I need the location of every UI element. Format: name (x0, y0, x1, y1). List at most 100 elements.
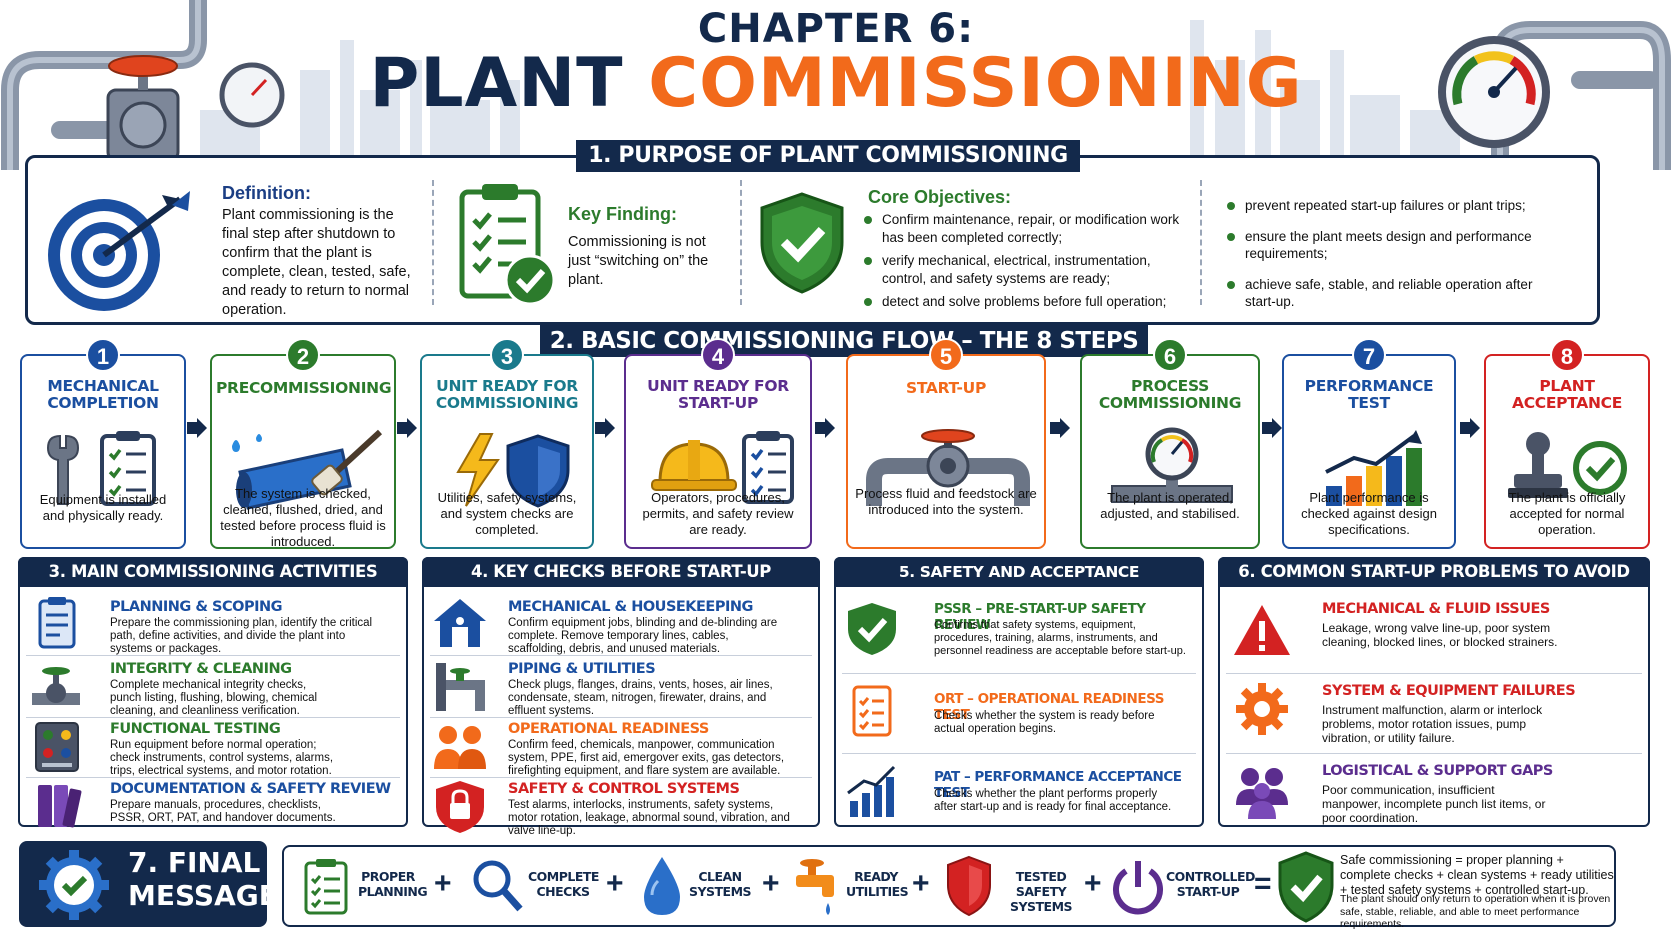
problem-title: LOGISTICAL & SUPPORT GAPS (1322, 763, 1553, 779)
people-icon (1236, 768, 1288, 819)
formula-label-line: START-UP (1176, 884, 1240, 899)
requirement-title: ORT – OPERATIONAL READINESS TEST (934, 691, 1164, 723)
check-item: PIPING & UTILITIES Check plugs, flanges,… (430, 659, 812, 719)
activity-title: PLANNING & SCOPING (110, 599, 283, 615)
divider (430, 717, 812, 718)
final-message-line-2: MESSAGE (128, 879, 278, 912)
step-number: 4 (701, 338, 735, 372)
activity-item: PLANNING & SCOPING Prepare the commissio… (26, 595, 400, 655)
requirement-item: ORT – OPERATIONAL READINESS TEST Checks … (842, 679, 1196, 751)
objective-item: ensure the plant meets design and perfor… (1225, 228, 1555, 263)
divider (1226, 673, 1642, 674)
step-title: UNIT READY FOR COMMISSIONING (435, 377, 579, 412)
step-number: 7 (1352, 338, 1386, 372)
formula-label-line: PLANNING (358, 884, 428, 899)
core-objectives-list-a: Confirm maintenance, repair, or modifica… (862, 211, 1192, 317)
key-finding-heading: Key Finding: (568, 204, 677, 224)
plus-sign: + (1084, 867, 1102, 900)
check-text: Confirm equipment jobs, blinding and de-… (508, 617, 778, 655)
step-description: The plant is officially accepted for nor… (1508, 490, 1626, 537)
safety-acceptance-box: 5. SAFETY AND ACCEPTANCE REQUIREMENTS PS… (834, 557, 1204, 827)
formula-label-line: CHECKS (536, 884, 590, 899)
shield-check-icon (760, 192, 844, 294)
step-title: PROCESS COMMISSIONING (1098, 377, 1242, 412)
key-finding-text: Commissioning is not just “switching on”… (568, 234, 709, 288)
control-panel-icon (35, 722, 79, 772)
check-text: Test alarms, interlocks, instruments, sa… (508, 799, 790, 837)
requirement-title: PSSR – PRE-START-UP SAFETY REVIEW (934, 601, 1146, 633)
page-title-word-plant: PLANT (369, 44, 624, 123)
step-number: 1 (86, 338, 120, 372)
step-card-5: 5 START-UP Process fluid and feedstock a… (846, 338, 1046, 549)
step-number: 3 (490, 338, 524, 372)
arrow-right-icon (1262, 418, 1282, 438)
section-3-heading: 3. MAIN COMMISSIONING ACTIVITIES (18, 557, 408, 587)
main-activities-box: 3. MAIN COMMISSIONING ACTIVITIES PLANNIN… (18, 557, 408, 828)
problem-title: MECHANICAL & FLUID ISSUES (1322, 601, 1550, 617)
activity-text: Run equipment before normal operation; c… (110, 739, 334, 777)
divider (740, 180, 742, 305)
core-objectives-heading: Core Objectives: (868, 187, 1012, 207)
check-item: SAFETY & CONTROL SYSTEMS Test alarms, in… (430, 779, 812, 837)
gear-icon (1236, 683, 1288, 735)
plus-sign: + (912, 867, 930, 900)
plus-sign: + (434, 867, 452, 900)
definition-text: Plant commissioning is the final step af… (222, 207, 411, 318)
formula-label: COMPLETE CHECKS (528, 869, 599, 899)
problem-text: Poor communication, insufficient manpowe… (1322, 783, 1546, 825)
formula-label: READY UTILITIES (846, 869, 909, 899)
step-title: UNIT READY FOR START-UP (647, 377, 789, 412)
arrow-right-icon (187, 418, 207, 438)
check-title: SAFETY & CONTROL SYSTEMS (508, 781, 740, 797)
check-text: Confirm feed, chemicals, manpower, commu… (508, 739, 785, 777)
arrow-right-icon (595, 418, 615, 438)
arrow-right-icon (815, 418, 835, 438)
requirement-text: Checks whether the plant performs proper… (934, 788, 1172, 813)
step-number: 5 (929, 338, 963, 372)
divider (842, 673, 1196, 674)
wrench-checklist-icon (46, 431, 156, 506)
page-title: PLANT COMMISSIONING (0, 44, 1672, 124)
divider (430, 777, 812, 778)
step-description: Equipment is installed and physically re… (39, 492, 167, 523)
problem-title: SYSTEM & EQUIPMENT FAILURES (1322, 683, 1576, 699)
section-5-heading: 5. SAFETY AND ACCEPTANCE REQUIREMENTS (834, 557, 1204, 611)
checklist-icon (852, 685, 892, 737)
activity-text: Complete mechanical integrity checks, pu… (110, 679, 318, 717)
faucet-icon (796, 859, 834, 915)
activity-title: INTEGRITY & CLEANING (110, 661, 292, 677)
page-title-word-commissioning: COMMISSIONING (648, 44, 1303, 123)
objective-item: achieve safe, stable, and reliable opera… (1225, 276, 1555, 311)
bar-chart-growth-icon (1325, 430, 1422, 506)
activity-item: DOCUMENTATION & SAFETY REVIEW Prepare ma… (26, 779, 400, 828)
final-formula-box: PROPER PLANNING + COMPLETE CHECKS + CLEA… (282, 845, 1616, 930)
key-checks-box: 4. KEY CHECKS BEFORE START-UP MECHANICAL… (422, 557, 820, 837)
check-title: OPERATIONAL READINESS (508, 721, 709, 737)
step-card-8: 8 PLANT ACCEPTANCE The plant is official… (1484, 338, 1650, 549)
startup-problems-box: 6. COMMON START-UP PROBLEMS TO AVOID MEC… (1218, 557, 1650, 827)
stamp-approval-icon (1508, 432, 1627, 498)
water-drop-icon (644, 857, 680, 915)
plus-sign: + (606, 867, 624, 900)
plus-sign: + (762, 867, 780, 900)
power-icon (1113, 861, 1163, 915)
growth-chart-icon (847, 765, 896, 817)
team-icon (434, 726, 486, 769)
warning-icon (1234, 605, 1290, 655)
activity-title: DOCUMENTATION & SAFETY REVIEW (110, 781, 391, 797)
valve-pipe-icon (32, 667, 80, 705)
hardhat-checklist-icon (651, 431, 794, 504)
shield-icon (947, 855, 991, 917)
section-4-heading: 4. KEY CHECKS BEFORE START-UP (422, 557, 820, 587)
problem-item: MECHANICAL & FLUID ISSUES Leakage, wrong… (1226, 597, 1642, 669)
equals-sign: = (1254, 867, 1272, 900)
industrial-skyline-background (1, 0, 1671, 170)
binders-icon (38, 785, 82, 828)
clipboard-check-icon (459, 184, 556, 306)
checklist-icon (304, 859, 348, 915)
step-card-6: 6 PROCESS COMMISSIONING The plant is ope… (1080, 338, 1260, 549)
final-message-line-1: 7. FINAL (128, 846, 261, 879)
formula-label-line: COMPLETE (528, 869, 599, 884)
gear-check-icon (39, 850, 109, 920)
formula-label-line: READY (854, 869, 898, 884)
